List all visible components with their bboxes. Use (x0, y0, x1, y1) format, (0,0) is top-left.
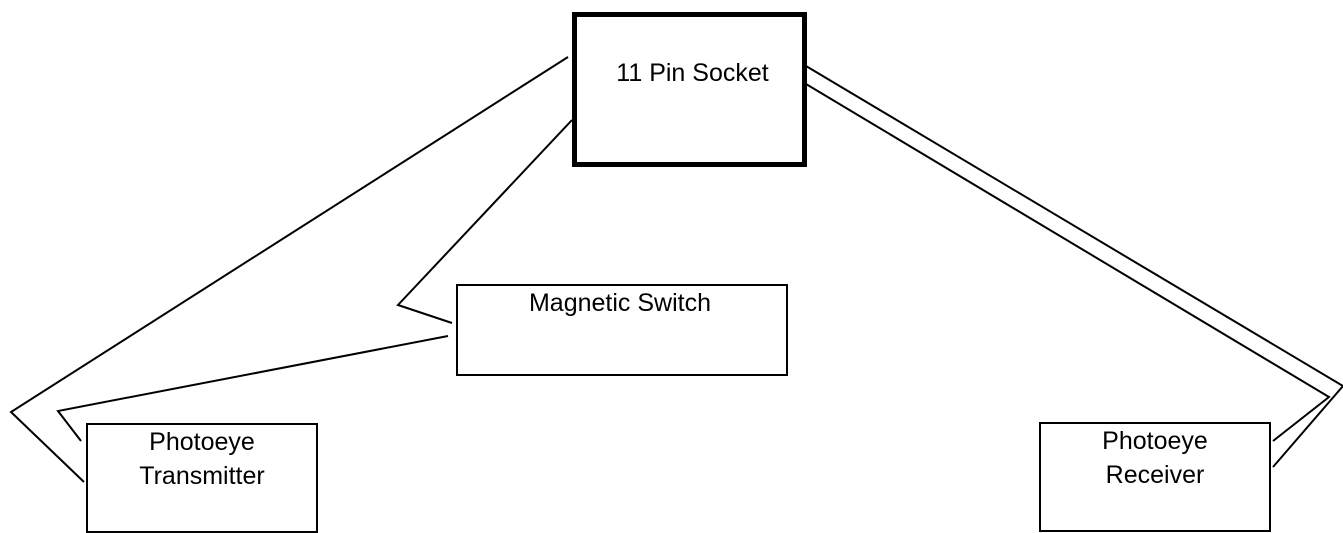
wire-socket-to-receiver-inner (805, 83, 1331, 442)
photoeye-receiver-line1: Photoeye (1102, 427, 1208, 455)
wire-switch-to-transmitter (56, 335, 449, 442)
wire-layer (9, 56, 1343, 483)
socket-box (572, 12, 807, 167)
magnetic-switch-label: Magnetic Switch (528, 289, 712, 317)
magnetic-switch-box (456, 284, 788, 376)
photoeye-receiver-label: Photoeye Receiver (1039, 424, 1271, 492)
wiring-diagram: 11 Pin Socket Magnetic Switch Photoeye T… (9, 12, 1343, 533)
photoeye-receiver-line2: Receiver (1105, 461, 1205, 489)
photoeye-transmitter-line1: Photoeye (149, 428, 255, 456)
image-edge-blank (1306, 490, 1343, 514)
wire-socket-to-switch (396, 119, 573, 324)
wire-socket-to-transmitter-outer (9, 56, 569, 483)
socket-label: 11 Pin Socket (616, 59, 769, 87)
wire-socket-to-receiver-outer (805, 65, 1343, 468)
photoeye-transmitter-line2: Transmitter (139, 462, 265, 490)
photoeye-transmitter-label: Photoeye Transmitter (86, 425, 318, 493)
